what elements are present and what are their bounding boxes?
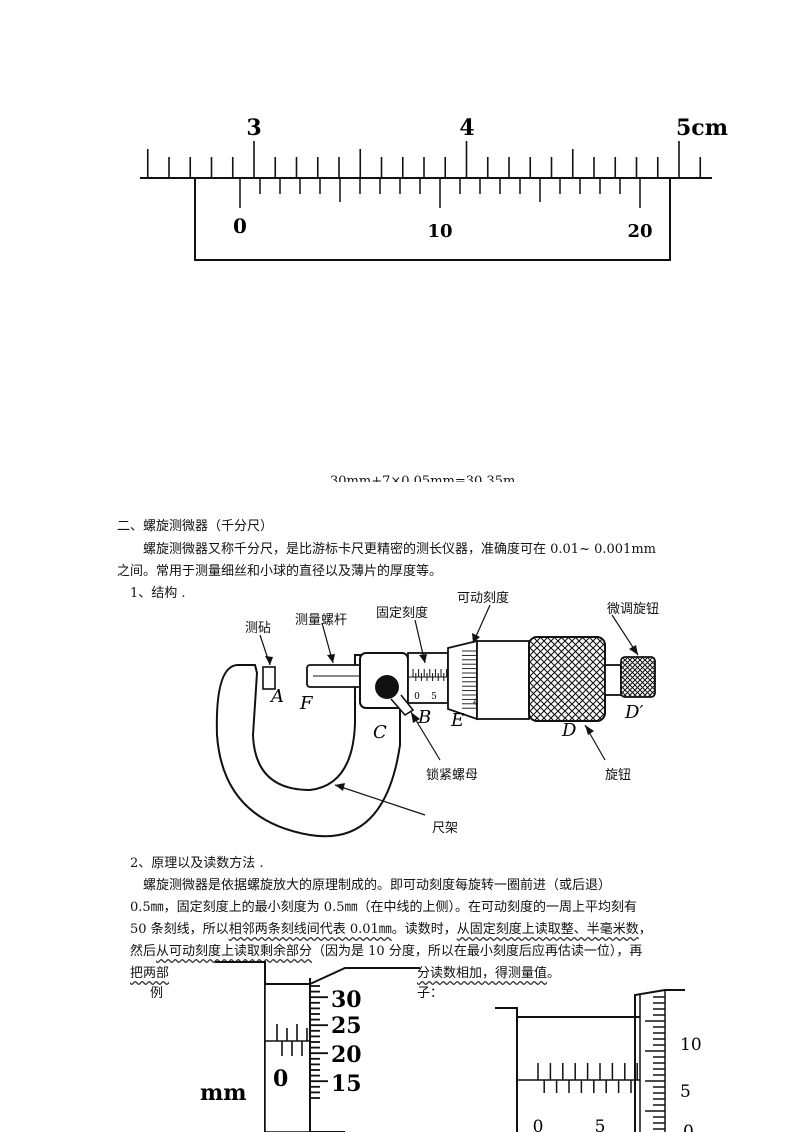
thimble bbox=[476, 640, 530, 720]
p3-c: 。读数时， bbox=[391, 922, 457, 937]
main-label-5cm: 5cm bbox=[676, 115, 728, 141]
p5-a: 把两部 bbox=[130, 966, 170, 981]
ex1-sleeve bbox=[264, 983, 311, 1132]
sleeve-num-0: 0 bbox=[414, 692, 420, 702]
ex1-thimble-15: 15 bbox=[331, 1071, 362, 1097]
label-lock-nut: 锁紧螺母 bbox=[426, 768, 479, 783]
principle-heading: 2、原理以及读数方法 . bbox=[130, 856, 264, 871]
principle-line-4: 然后从可动刻度上读取剩余部分（因为是 10 分度，所以在最小刻度后应再估读一位）… bbox=[130, 941, 642, 963]
vernier-frame bbox=[194, 178, 671, 261]
p3-e: ， bbox=[638, 922, 652, 937]
letter-D: D bbox=[561, 720, 577, 741]
p5-b-wrap: 分读数相加，得测量值。 bbox=[417, 963, 560, 985]
letter-B: B bbox=[417, 707, 431, 728]
vernier-scale-ticks bbox=[239, 178, 641, 208]
ex2-thimble-5: 5 bbox=[680, 1082, 691, 1102]
p6-a: 例 bbox=[150, 986, 164, 1001]
intro-line-2: 之间。常用于测量细丝和小球的直径以及薄片的厚度等。 bbox=[117, 564, 443, 579]
principle-line-3: 50 条刻线，所以相邻两条刻线间代表 0.01㎜。读数时，从固定刻度上读取整、半… bbox=[130, 919, 652, 941]
ex2-sleeve-0: 0 bbox=[533, 1117, 544, 1132]
main-label-4: 4 bbox=[459, 115, 474, 141]
letter-D-prime: D′ bbox=[624, 702, 644, 723]
formula-text: 30mm+7×0.05mm=30.35m bbox=[330, 474, 516, 482]
section-title: 二、螺旋测微器（千分尺） bbox=[117, 519, 274, 534]
intro-line-1: 螺旋测微器又称千分尺，是比游标卡尺更精密的测长仪器，准确度可在 0.01~ 0.… bbox=[143, 542, 656, 557]
p5-c: 。 bbox=[547, 966, 561, 981]
example-1-figure: mm 0 30 25 20 15 bbox=[200, 961, 420, 1132]
label-spindle: 测量螺杆 bbox=[295, 613, 348, 628]
letter-A: A bbox=[269, 686, 284, 707]
label-ratchet: 微调旋钮 bbox=[607, 602, 660, 617]
anvil bbox=[262, 666, 276, 690]
vernier-caliper-figure: 3 4 5cm 0 10 20 bbox=[140, 115, 728, 261]
ratchet-knob bbox=[620, 656, 656, 698]
main-scale-ticks bbox=[146, 141, 702, 178]
letter-C: C bbox=[373, 722, 387, 743]
ex2-sleeve-5: 5 bbox=[595, 1117, 606, 1132]
letter-F: F bbox=[299, 693, 314, 714]
letter-E: E bbox=[450, 710, 464, 731]
sleeve-num-5: 5 bbox=[431, 692, 437, 702]
principle-line-1: 螺旋测微器是依据螺旋放大的原理制成的。即可动刻度每旋转一圈前进（或后退） bbox=[143, 878, 612, 893]
formula-clip: 30mm+7×0.05mm=30.35m bbox=[330, 470, 530, 482]
ex2-thimble-10: 10 bbox=[680, 1035, 702, 1055]
p4-b: 从可动刻度上读取剩余部分 bbox=[156, 944, 313, 959]
ratchet-stem bbox=[604, 664, 622, 696]
p4-a: 然后 bbox=[130, 944, 157, 959]
p3-a: 50 条刻线，所以 bbox=[130, 922, 229, 937]
ex1-thimble-30: 30 bbox=[331, 987, 362, 1013]
structure-heading: 1、结构 . bbox=[130, 586, 186, 601]
label-frame: 尺架 bbox=[432, 821, 459, 836]
knurled-thimble bbox=[528, 636, 606, 722]
p4-c: （因为是 10 分度，所以在最小刻度后应再估读一位），再 bbox=[312, 944, 643, 959]
ex2-thimble-0: 0 bbox=[683, 1122, 694, 1132]
ex1-sleeve-0: 0 bbox=[273, 1066, 288, 1092]
main-label-3: 3 bbox=[246, 115, 261, 141]
p3-d: 从固定刻度上读取整、半毫米数 bbox=[456, 922, 639, 937]
label-thimble: 旋钮 bbox=[605, 768, 632, 783]
p5-b: 分读数相加，得测量值 bbox=[417, 966, 548, 981]
p3-b: 相邻两条刻线间代表 0.01㎜ bbox=[228, 922, 392, 937]
label-movable-scale: 可动刻度 bbox=[457, 591, 510, 606]
ex1-thimble-25: 25 bbox=[331, 1013, 362, 1039]
example-2-figure: 0 5 10 5 0 bbox=[495, 989, 702, 1132]
lock-nut bbox=[375, 675, 399, 699]
ex1-thimble-20: 20 bbox=[331, 1042, 362, 1068]
label-anvil: 测砧 bbox=[245, 621, 272, 636]
vernier-label-10: 10 bbox=[427, 221, 452, 242]
principle-line-2: 0.5㎜，固定刻度上的最小刻度为 0.5㎜（在中线的上侧）。在可动刻度的一周上平… bbox=[130, 900, 637, 915]
label-fixed-scale: 固定刻度 bbox=[376, 606, 429, 621]
vernier-label-20: 20 bbox=[627, 221, 652, 242]
p6-b: 子： bbox=[417, 986, 444, 1001]
vernier-label-0: 0 bbox=[233, 214, 247, 238]
ex1-unit: mm bbox=[200, 1080, 247, 1106]
micrometer-diagram: 0 5 5 0 45 bbox=[215, 604, 656, 838]
